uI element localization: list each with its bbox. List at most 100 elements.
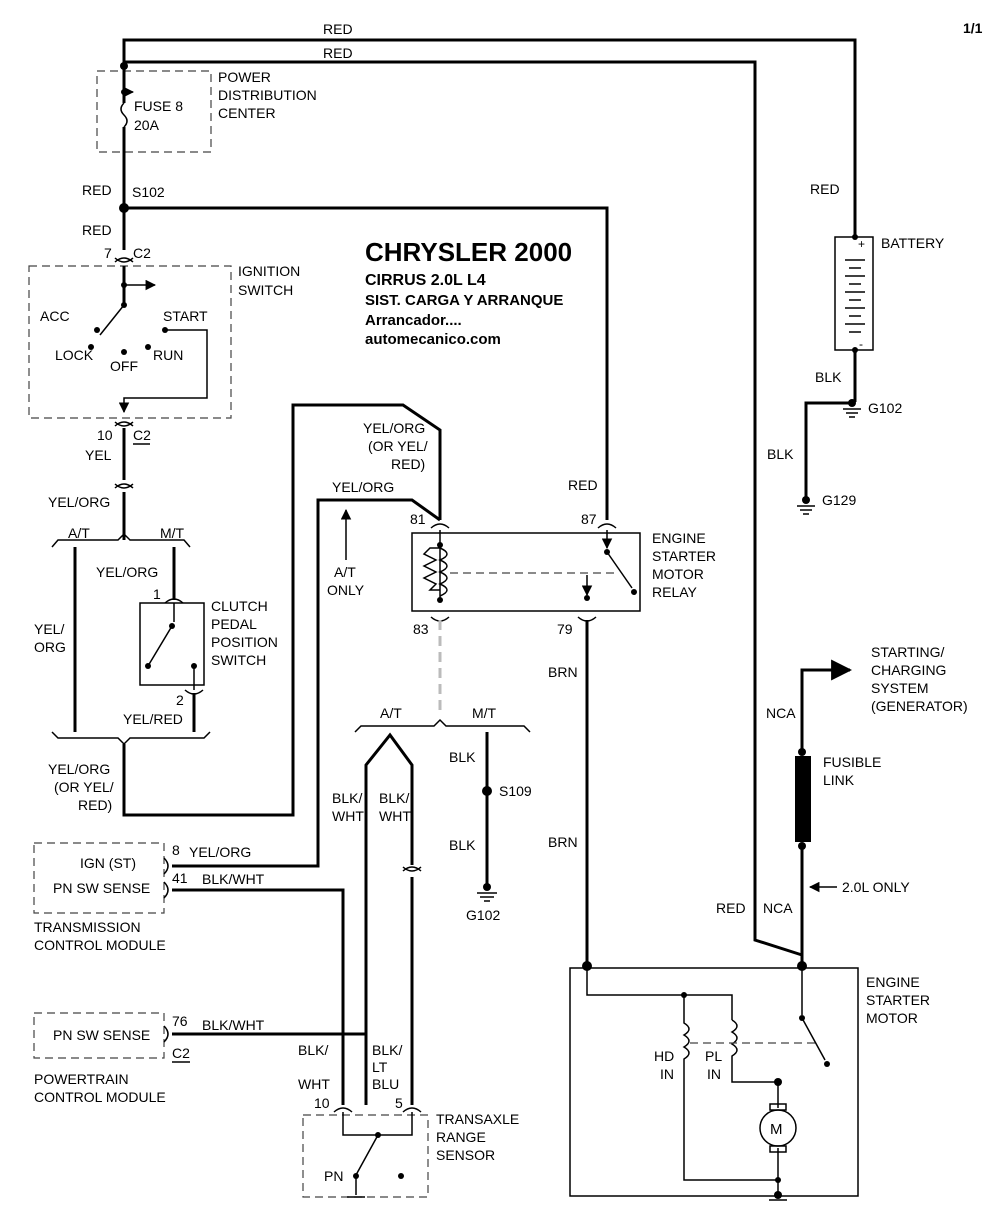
splice-s109 [482,786,492,796]
pcm-label-2: CONTROL MODULE [34,1089,166,1105]
wire-label-red-close-1: RED) [78,797,112,813]
pcm-label-1: POWERTRAIN [34,1071,129,1087]
blk-g129-wire [804,401,852,500]
transaxle-contact-other [398,1173,404,1179]
ign-pos-off: OFF [110,358,138,374]
battery-plus: + [858,237,865,251]
battery-label: BATTERY [881,235,945,251]
wire-label-red-1: RED [323,21,353,37]
wire-label-org: ORG [34,639,66,655]
wire-label-blk-wht-1: BLK/WHT [202,871,265,887]
ignition-label-1: IGNITION [238,263,300,279]
red-wire-starter-feed [124,60,803,957]
pin-81: 81 [410,511,426,527]
ground-g129-label: G129 [822,492,856,508]
yel-org-wire-from-tcm [172,498,441,868]
wire-label-blu: BLU [372,1076,399,1092]
relay-contact-79-node [584,595,590,601]
splice-s109-label: S109 [499,783,532,799]
wire-label-red-4: RED [82,222,112,238]
power-distribution-center-box [96,70,212,153]
starter-contact-end [824,1061,830,1067]
pcm-box [33,1012,165,1059]
page-number: 1/1 [963,20,983,36]
tcm-box [33,842,165,914]
motor-symbol-label: M [770,1121,783,1138]
ground-g129-node [802,496,810,504]
pin-87: 87 [581,511,597,527]
title-subsystem: Arrancador.... [365,312,462,329]
ign-pos-run: RUN [153,347,183,363]
wire-label-blk-4: BLK [767,446,794,462]
fuse-label-2: 20A [134,117,160,133]
clutch-label-1: CLUTCH [211,598,268,614]
fuse-symbol-icon [120,102,128,128]
wire-label-yel-slash: YEL/ [34,621,64,637]
nca-wire-to-generator [800,659,853,750]
wire-label-red-6: RED [810,181,840,197]
ground-g102-label-1: G102 [868,400,902,416]
pdc-label-2: DISTRIBUTION [218,87,317,103]
wire-label-blk-1: BLK [449,749,476,765]
pin-79: 79 [557,621,573,637]
c2-label-1: C2 [133,245,151,261]
ignition-switch-box [28,265,232,419]
blk-wht-transaxle-wires [364,732,414,1105]
wire-label-yel-org-3: YEL/ORG [48,761,110,777]
c2-label-2: C2 [133,427,151,443]
pin-7: 7 [104,245,112,261]
mt-label-1: M/T [160,525,185,541]
transaxle-ground-icon [347,1176,365,1198]
motor-symbol-icon [759,1109,797,1147]
pin-10b: 10 [314,1095,330,1111]
pin-8: 8 [172,842,180,858]
wire-label-lt: LT [372,1059,388,1075]
starter-relay-box [411,532,641,612]
wire-label-blk-slash-1: BLK/ [332,790,362,806]
wire-label-yel-org-6: YEL/ORG [189,844,251,860]
starter-label-3: MOTOR [866,1010,918,1026]
transaxle-label-1: TRANSAXLE [436,1111,519,1127]
wire-label-red-5: RED [568,477,598,493]
ground-g102-label-2: G102 [466,907,500,923]
relay-label-2: STARTER [652,548,716,564]
starter-label-1: ENGINE [866,974,920,990]
wire-label-brn-2: BRN [548,834,578,850]
ground-icon [477,892,497,902]
ignition-wiper [99,304,125,336]
wire-label-blk-slash-3: BLK/ [298,1042,328,1058]
ignition-label-2: SWITCH [238,282,293,298]
clutch-label-3: POSITION [211,634,278,650]
pin-83: 83 [413,621,429,637]
starter-solenoid-contact [801,1017,826,1061]
tcm-connector-icon [163,857,169,899]
transaxle-sensor-box [302,1114,429,1198]
pl-label-1: PL [705,1048,722,1064]
relay-contact-end [631,589,637,595]
mt-label-2: M/T [472,705,497,721]
red-wire-to-relay-87 [124,206,609,520]
title-model: CIRRUS 2.0L L4 [365,272,486,289]
tcm-pin-ign-st: IGN (ST) [80,855,136,871]
wire-label-wht-2: WHT [379,808,411,824]
wire-label-wht-1: WHT [332,808,364,824]
relay-label-4: RELAY [652,584,698,600]
pin-5: 5 [395,1095,403,1111]
wire-label-blk-3: BLK [815,369,842,385]
yel-org-wire-to-relay-81 [122,403,442,817]
fuse-label-1: FUSE 8 [134,98,183,114]
starter-motor-box [569,967,859,1197]
connector-c2-pin7-icon [114,257,134,263]
pn-label: PN [324,1168,343,1184]
wire-label-yel-red: YEL/RED [123,711,183,727]
generator-label-3: SYSTEM [871,680,929,696]
battery-pos-node [852,234,858,240]
blk-wht-wire-tcm [172,888,345,1105]
at-label-2: A/T [334,564,356,580]
ground-g102-icon [843,408,861,418]
starter-ground-node [774,1191,782,1199]
relay-label-1: ENGINE [652,530,706,546]
ign-pos-start: START [163,308,208,324]
transaxle-connector-icon [333,1107,422,1113]
wire-label-blk-slash-4: BLK/ [372,1042,402,1058]
